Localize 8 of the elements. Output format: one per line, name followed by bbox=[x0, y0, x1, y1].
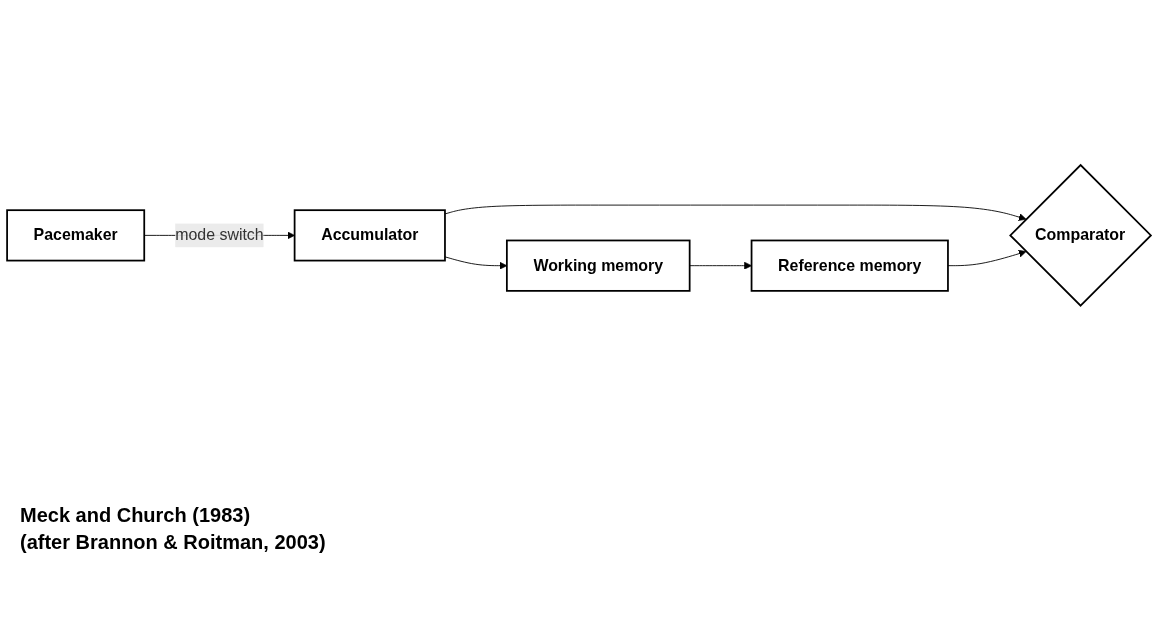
citation-note: Meck and Church (1983) bbox=[20, 504, 251, 527]
node-box: Working memory bbox=[506, 239, 691, 292]
citation-note: (after Brannon & Roitman, 2003) bbox=[20, 531, 326, 554]
node-box: Pacemaker bbox=[6, 208, 146, 262]
node-box: Reference memory bbox=[750, 239, 949, 292]
edge-label: mode switch bbox=[175, 225, 264, 244]
node-box: Accumulator bbox=[293, 208, 446, 262]
node-diamond: Comparator bbox=[1009, 163, 1153, 307]
